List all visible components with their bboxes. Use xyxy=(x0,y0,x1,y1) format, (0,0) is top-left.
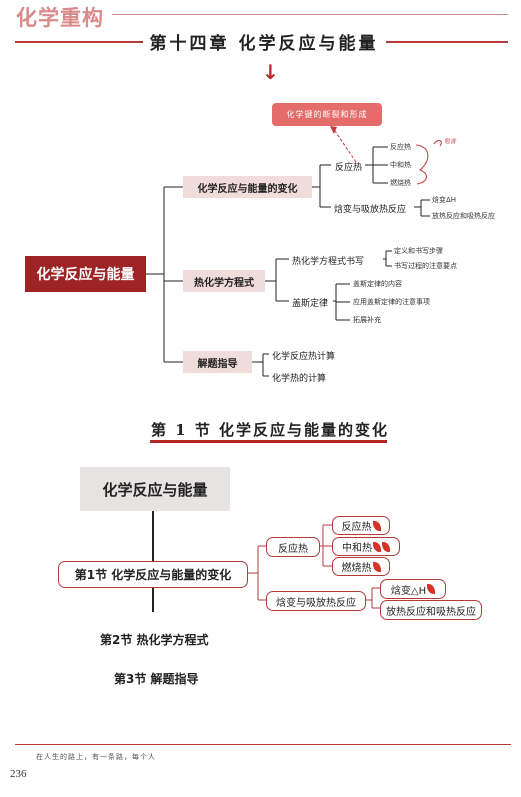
chapter-title: 第十四章 化学反应与能量 xyxy=(149,34,379,54)
node-equation-writing: 热化学方程式书写 xyxy=(292,257,365,267)
leaf-enthalpy-change: 焓变ΔH xyxy=(432,196,457,204)
map2-enthalpy-node: 焓变与吸放热反应 xyxy=(266,591,366,611)
map2-leaf-neutralization: 中和热 xyxy=(332,537,400,556)
chapter-rule-left xyxy=(15,41,143,43)
map2-section1-node: 第1节 化学反应与能量的变化 xyxy=(58,561,248,588)
map2-section3: 第3节 解题指导 xyxy=(114,672,199,686)
map2-leaf-enthalpy-label: 焓变△H xyxy=(390,585,427,597)
chapter-rule-right xyxy=(386,41,508,43)
callout-box: 化学键的断裂和形成 xyxy=(272,103,382,126)
footer-rule xyxy=(15,744,511,745)
node-enthalpy: 焓变与吸放热反应 xyxy=(334,205,407,215)
leaf-neutralization-heat: 中和热 xyxy=(390,161,411,169)
leaf-reaction-heat: 反应热 xyxy=(390,143,411,151)
leaf-exo-endo: 放热反应和吸热反应 xyxy=(432,212,495,220)
leaf-definition-steps: 定义和书写步骤 xyxy=(394,247,443,255)
map2-leaf-combustion: 燃烧热 xyxy=(332,557,390,576)
footer-quote: 在人生的路上，有一条路，每个人 xyxy=(36,753,156,761)
node-hess-law: 盖斯定律 xyxy=(292,299,329,309)
leaf-hess-notes: 应用盖斯定律的注意事项 xyxy=(353,298,430,306)
leaf-heat-calc: 化学反应热计算 xyxy=(272,352,336,362)
red-leaf-icon xyxy=(372,561,381,572)
map2-leaf-exo-endo: 放热反应和吸热反应 xyxy=(380,600,482,620)
branch-thermo-equation: 热化学方程式 xyxy=(183,270,265,292)
handwritten-note: 包含 xyxy=(444,138,457,145)
red-leaf-icon xyxy=(382,541,390,552)
brand-title: 化学重构 xyxy=(16,5,104,30)
map-root-node: 化学反应与能量 xyxy=(25,256,146,292)
page-number: 236 xyxy=(10,768,27,780)
map2-reaction-heat-node: 反应热 xyxy=(266,537,320,557)
red-leaf-icon xyxy=(372,520,381,531)
section-title: 第 1 节 化学反应与能量的变化 xyxy=(150,421,390,439)
leaf-extension: 拓展补充 xyxy=(353,316,381,324)
leaf-combustion-heat: 燃烧热 xyxy=(390,179,411,187)
map2-leaf-enthalpy: 焓变△H xyxy=(380,579,446,599)
map2-section2: 第2节 热化学方程式 xyxy=(100,633,209,647)
map2-leaf-reaction-heat: 反应热 xyxy=(332,516,390,535)
section-underline xyxy=(150,440,387,443)
arrow-down-icon: ↓ xyxy=(262,60,279,84)
leaf-heat-compute: 化学热的计算 xyxy=(272,374,327,384)
map2-leaf-combustion-label: 燃烧热 xyxy=(341,563,372,574)
header-rule xyxy=(112,14,508,15)
map2-leaf-neutralization-label: 中和热 xyxy=(342,543,372,554)
map2-root-node: 化学反应与能量 xyxy=(80,467,230,511)
leaf-writing-notes: 书写过程的注意要点 xyxy=(394,262,457,270)
red-leaf-icon xyxy=(427,584,436,594)
map2-leaf-reaction-heat-label: 反应热 xyxy=(341,522,372,533)
branch-problem-guide: 解题指导 xyxy=(183,351,252,373)
branch-energy-change: 化学反应与能量的变化 xyxy=(183,176,312,198)
node-reaction-heat: 反应热 xyxy=(335,163,363,173)
red-leaf-icon xyxy=(373,541,381,552)
leaf-hess-content: 盖斯定律的内容 xyxy=(353,280,402,288)
